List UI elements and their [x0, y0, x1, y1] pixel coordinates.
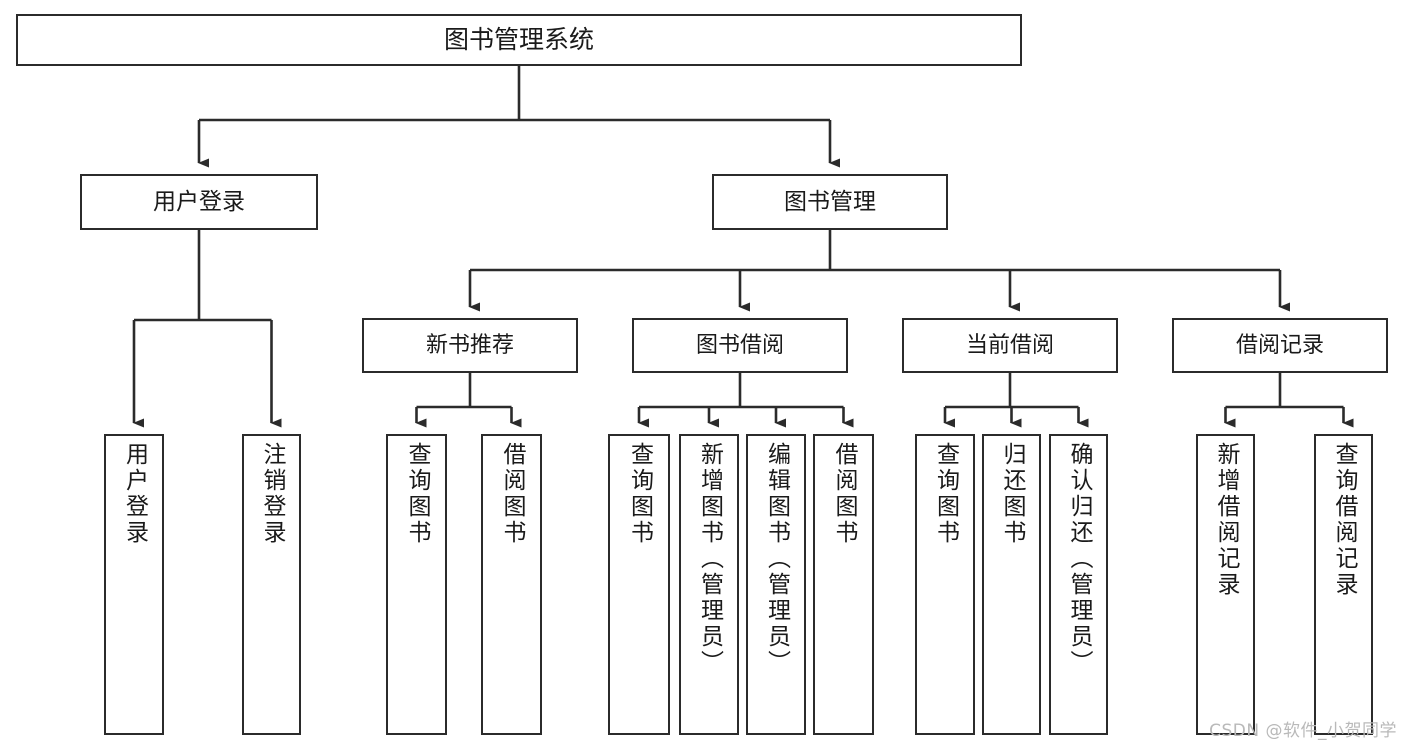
node-l1-用户登录-0[interactable]: 用户登录 — [80, 174, 318, 230]
node-label: 图书管理 — [784, 188, 876, 215]
node-label: 新增图书（管理员） — [696, 442, 723, 676]
node-leaf-查询图书-8[interactable]: 查询图书 — [915, 434, 975, 735]
node-label: 用户登录 — [153, 188, 245, 215]
node-label: 查询图书 — [626, 442, 653, 546]
node-leaf-借阅图书-7[interactable]: 借阅图书 — [813, 434, 874, 735]
node-leaf-确认归还管理员-10[interactable]: 确认归还（管理员） — [1049, 434, 1108, 735]
node-label: 注销登录 — [259, 442, 285, 546]
node-leaf-查询借阅记录-12[interactable]: 查询借阅记录 — [1314, 434, 1373, 735]
node-l2-新书推荐-0[interactable]: 新书推荐 — [362, 318, 578, 373]
node-leaf-借阅图书-3[interactable]: 借阅图书 — [481, 434, 542, 735]
node-label: 用户登录 — [121, 442, 148, 546]
node-label: 借阅图书 — [499, 442, 525, 546]
node-leaf-编辑图书管理员-6[interactable]: 编辑图书（管理员） — [746, 434, 806, 735]
node-label: 图书借阅 — [695, 332, 784, 358]
node-leaf-新增图书管理员-5[interactable]: 新增图书（管理员） — [679, 434, 739, 735]
node-leaf-查询图书-2[interactable]: 查询图书 — [386, 434, 447, 735]
node-l2-当前借阅-2[interactable]: 当前借阅 — [902, 318, 1118, 373]
node-l2-借阅记录-3[interactable]: 借阅记录 — [1172, 318, 1388, 373]
node-label: 归还图书 — [999, 442, 1025, 546]
node-label: 确认归还（管理员） — [1066, 442, 1092, 676]
node-label: 图书管理系统 — [443, 24, 594, 54]
node-label: 查询借阅记录 — [1331, 442, 1357, 598]
node-leaf-查询图书-4[interactable]: 查询图书 — [608, 434, 670, 735]
node-label: 新书推荐 — [425, 332, 514, 358]
node-leaf-新增借阅记录-11[interactable]: 新增借阅记录 — [1196, 434, 1255, 735]
node-label: 编辑图书（管理员） — [763, 442, 790, 676]
node-label: 借阅记录 — [1235, 332, 1324, 358]
node-leaf-归还图书-9[interactable]: 归还图书 — [982, 434, 1041, 735]
node-label: 新增借阅记录 — [1213, 442, 1239, 598]
node-label: 查询图书 — [932, 442, 959, 546]
node-l2-图书借阅-1[interactable]: 图书借阅 — [632, 318, 848, 373]
node-label: 借阅图书 — [831, 442, 857, 546]
node-root-system[interactable]: 图书管理系统 — [16, 14, 1022, 66]
node-leaf-用户登录-0[interactable]: 用户登录 — [104, 434, 164, 735]
node-l1-图书管理-1[interactable]: 图书管理 — [712, 174, 948, 230]
watermark-text: CSDN @软件_小贺同学 — [1209, 721, 1397, 741]
node-label: 查询图书 — [404, 442, 430, 546]
node-leaf-注销登录-1[interactable]: 注销登录 — [242, 434, 301, 735]
node-label: 当前借阅 — [965, 332, 1054, 358]
